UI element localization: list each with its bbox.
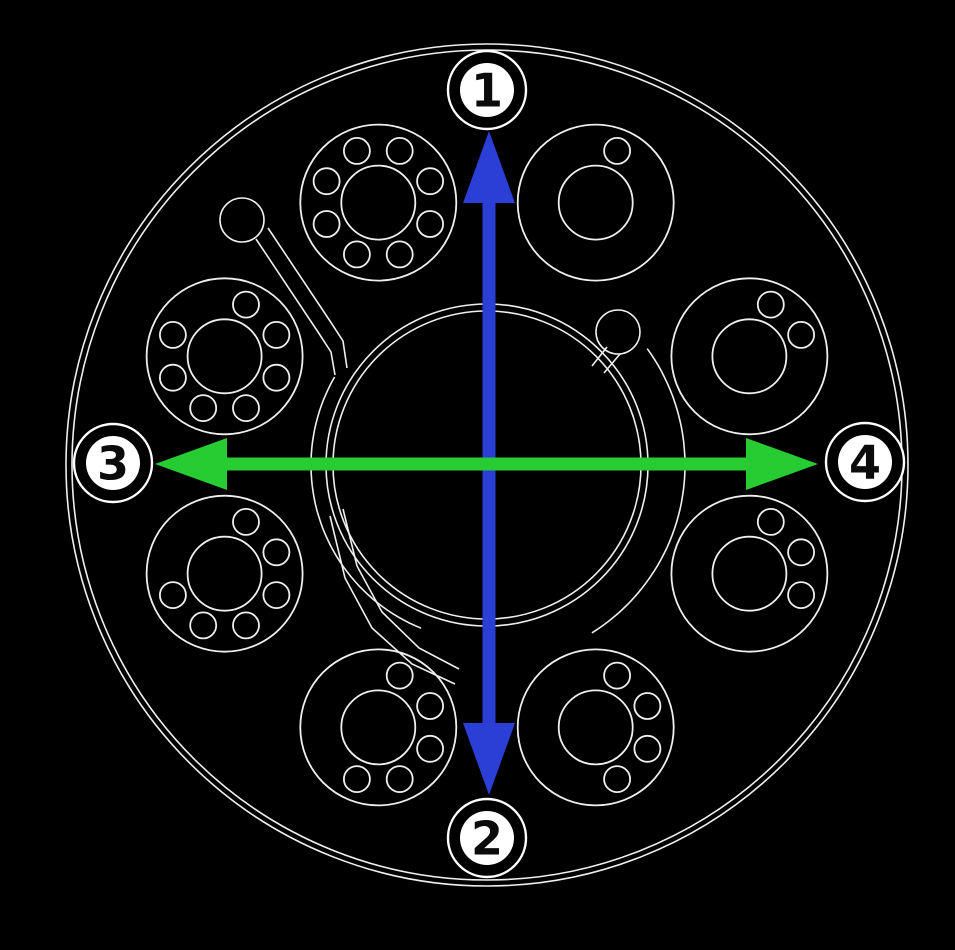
pin-channel-line	[267, 227, 348, 369]
satellite-bore	[186, 535, 263, 612]
marker-disc	[86, 436, 140, 490]
satellite-hole	[312, 167, 341, 196]
satellite-hole	[385, 240, 414, 269]
satellite-outer-circle	[670, 277, 829, 436]
pin-channel-line	[255, 238, 336, 376]
satellite-hole	[603, 661, 631, 690]
marker-3: 3	[72, 422, 154, 504]
satellite-hole	[158, 581, 187, 609]
satellite-4	[516, 648, 675, 807]
marker-4: 4	[824, 421, 906, 503]
satellite-bore	[340, 689, 417, 766]
satellite-2	[670, 277, 829, 436]
satellite-hole	[416, 167, 445, 196]
satellite-hole	[262, 538, 291, 567]
marker-disc	[460, 811, 514, 865]
satellite-outer-circle	[299, 648, 458, 807]
satellite-hole	[385, 661, 414, 690]
lube-channel-arc	[591, 348, 686, 634]
satellite-hole	[787, 538, 815, 567]
marker-disc	[460, 63, 514, 117]
pin-upper-left	[219, 197, 265, 243]
marker-digit: 2	[471, 812, 503, 866]
satellite-hole	[603, 136, 631, 165]
satellite-hole	[342, 240, 371, 269]
satellite-bore	[711, 535, 788, 612]
pin-channel-line	[603, 353, 621, 374]
satellite-8	[299, 123, 458, 282]
satellite-hole	[787, 320, 815, 349]
pin-channel-line	[342, 508, 460, 670]
satellite-hole	[385, 136, 414, 165]
marker-2: 2	[446, 797, 528, 879]
horizontal-arrow	[155, 438, 818, 490]
satellite-hole	[189, 611, 218, 640]
satellite-bore	[340, 164, 417, 241]
pin-channel-line	[591, 346, 608, 367]
satellite-hole	[416, 734, 445, 763]
satellite-5	[299, 648, 458, 807]
satellite-hole	[262, 581, 291, 609]
satellite-hole	[342, 765, 371, 793]
satellite-hole	[189, 394, 218, 423]
satellite-hole	[158, 363, 187, 392]
satellite-6	[145, 494, 304, 653]
satellite-1	[516, 123, 675, 282]
satellite-bore	[557, 164, 634, 241]
marker-1: 1	[446, 49, 528, 131]
marker-digit: 4	[849, 436, 881, 490]
satellite-7	[145, 277, 304, 436]
satellite-hole	[416, 692, 445, 720]
satellite-hole	[416, 210, 445, 238]
satellite-outer-circle	[516, 123, 675, 282]
satellite-outer-circle	[516, 648, 675, 807]
satellite-hole	[232, 394, 260, 423]
satellite-hole	[756, 290, 785, 319]
satellite-3	[670, 494, 829, 653]
satellite-hole	[312, 210, 341, 238]
satellite-hole	[633, 734, 662, 763]
satellite-outer-circle	[670, 494, 829, 653]
satellite-hole	[158, 320, 187, 349]
marker-disc	[838, 435, 892, 489]
pin-top-right	[595, 309, 641, 355]
pin-channel-line	[329, 515, 456, 685]
satellite-hole	[756, 508, 785, 536]
satellite-bore	[186, 318, 263, 395]
satellite-outer-circle	[145, 494, 304, 653]
satellite-hole	[603, 765, 631, 793]
satellite-bore	[557, 689, 634, 766]
satellite-hole	[232, 290, 260, 319]
arrows-layer	[155, 131, 818, 795]
satellite-hole	[262, 363, 291, 392]
satellite-hole	[262, 320, 291, 349]
satellite-hole	[342, 136, 371, 165]
satellite-hole	[232, 508, 260, 536]
satellite-hole	[385, 765, 414, 793]
satellite-outer-circle	[145, 277, 304, 436]
marker-digit: 1	[471, 64, 503, 118]
satellite-hole	[232, 611, 260, 640]
satellite-bore	[711, 318, 788, 395]
marker-digit: 3	[97, 437, 129, 491]
satellite-hole	[633, 692, 662, 720]
satellite-outer-circle	[299, 123, 458, 282]
markers-layer: 1 2 3 4	[72, 49, 906, 879]
outer-rim-circle	[65, 43, 909, 887]
satellite-hole	[787, 581, 815, 609]
lube-channel-arc	[310, 376, 422, 629]
